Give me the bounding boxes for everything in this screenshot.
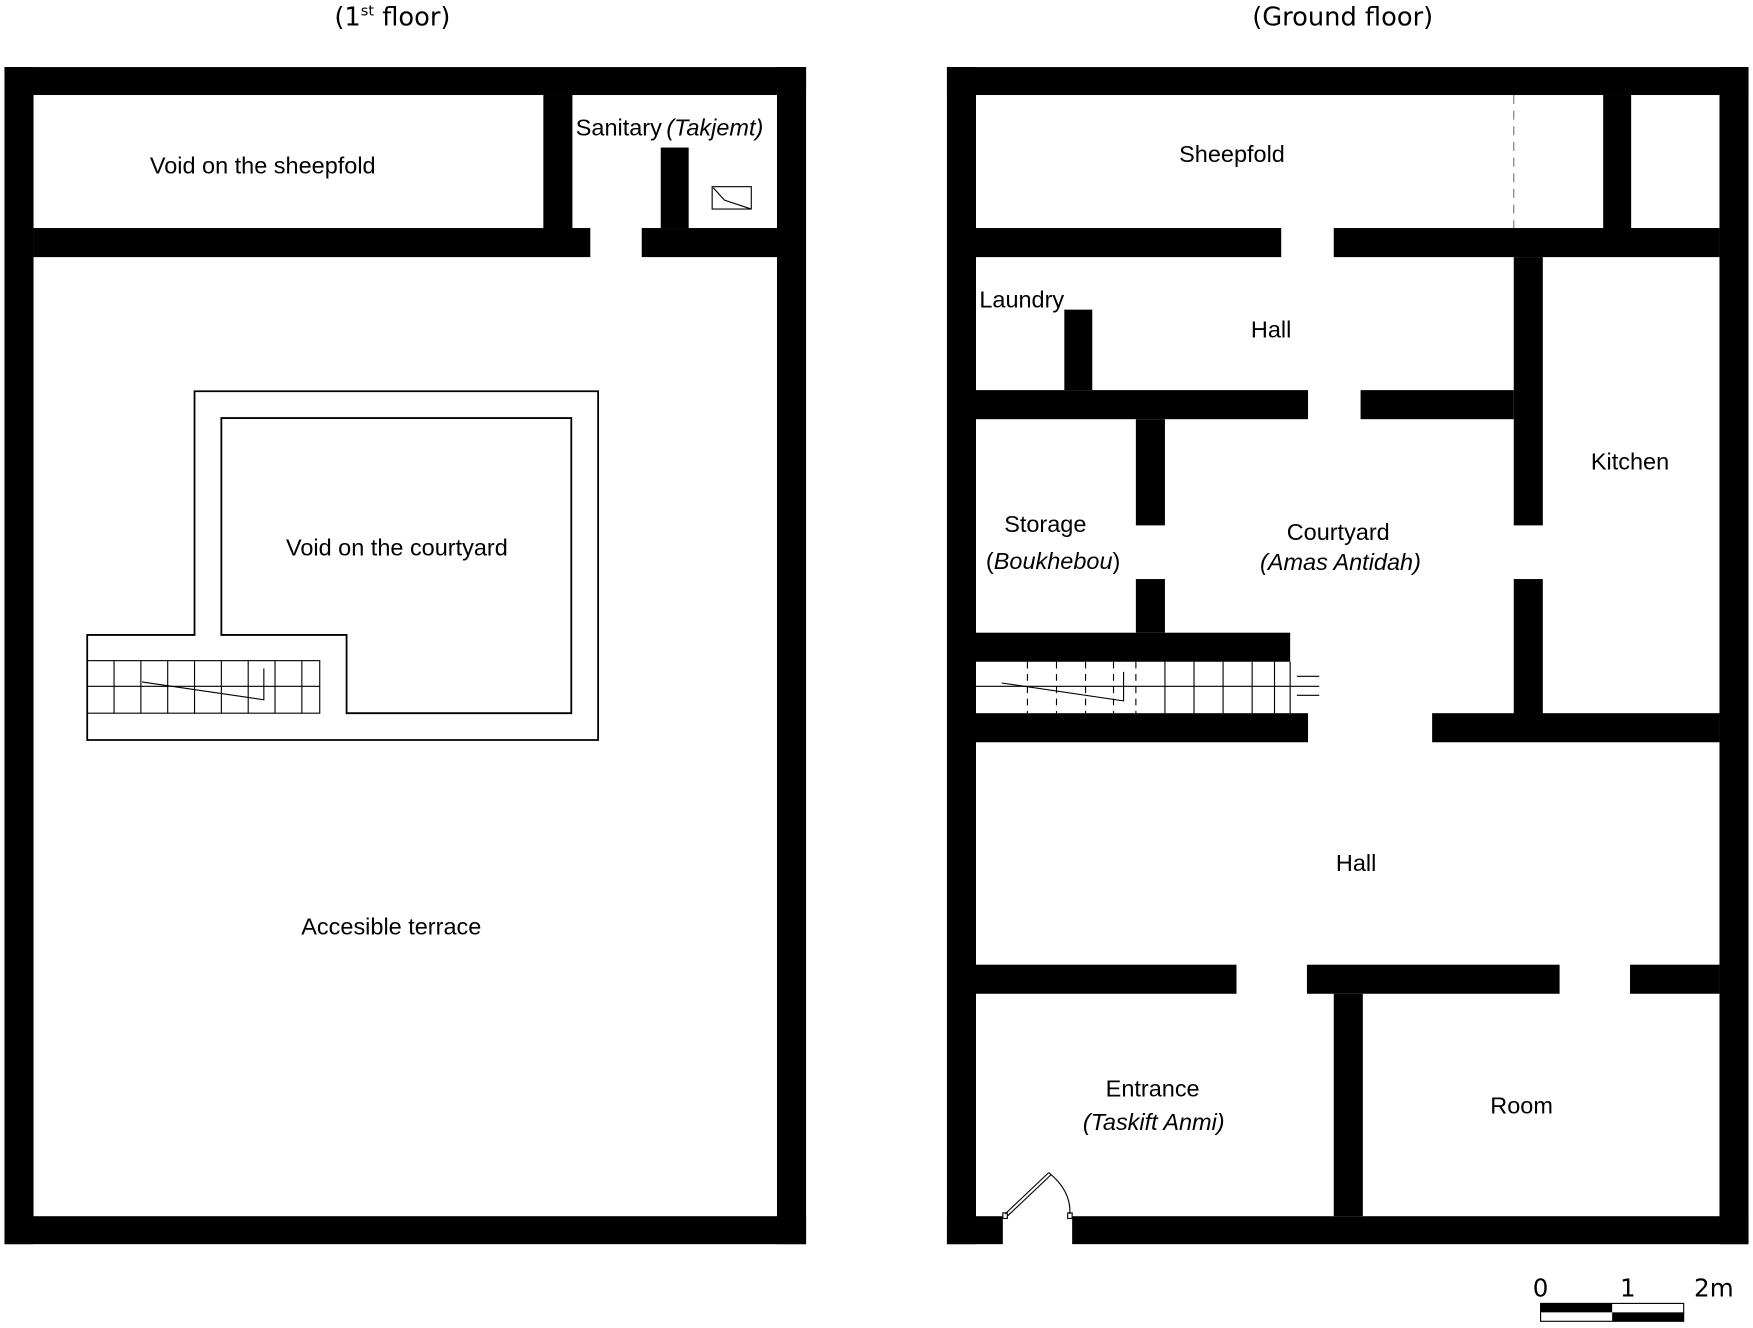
stair-first-floor [86,660,321,714]
wall [976,713,1309,743]
wall [946,67,977,1245]
wall [641,228,777,258]
wall [4,67,807,96]
label-entrance-local: (Taskift Anmi) [1083,1109,1225,1135]
wall [946,67,1749,96]
wall [1513,579,1543,716]
scale-tick-1: 1 [1620,1274,1636,1303]
stair-ground-floor [976,661,1320,714]
label-hall-lower: Hall [1336,850,1376,876]
wall [1333,993,1363,1217]
wall [1513,257,1543,526]
wall [1719,67,1749,1245]
wall [976,632,1291,662]
label-room: Room [1490,1092,1553,1118]
wall [4,67,34,1245]
label-courtyard-local: (Amas Antidah) [1260,549,1421,575]
wall [976,390,1309,420]
wall [1360,390,1514,420]
wall [976,964,1237,994]
wall [1603,95,1632,230]
wall [660,147,689,229]
ground-floor-plan: Sheepfold Laundry Hall Kitchen Storage (… [946,67,1749,1245]
wall [1306,964,1560,994]
label-void-sheepfold: Void on the sheepfold [150,152,376,178]
wall [1064,309,1093,391]
void-outline-outer [86,390,600,741]
wall [1333,228,1720,258]
ground-floor-title: (Ground floor) [1252,3,1433,33]
label-courtyard: Courtyard [1287,519,1390,545]
scale-tick-0: 0 [1533,1274,1549,1303]
label-void-courtyard: Void on the courtyard [286,535,508,561]
wall [976,228,1282,258]
wall [33,228,591,258]
label-storage: Storage [1004,511,1086,537]
wall [1630,964,1720,994]
first-floor-plan: Void on the sheepfold Sanitary(Takjemt) … [4,67,807,1245]
toilet-fixture-icon [711,186,752,210]
wall [543,95,573,230]
label-kitchen: Kitchen [1591,448,1669,474]
void-outline-inner [220,417,573,715]
label-hall-upper: Hall [1251,317,1291,343]
label-sheepfold: Sheepfold [1179,141,1285,167]
wall [776,67,807,1245]
label-storage-local: (Boukhebou) [986,548,1120,574]
entrance-door-icon [1002,1172,1073,1220]
wall [1072,1216,1749,1245]
label-sanitary: Sanitary(Takjemt) [576,114,764,140]
wall [4,1216,807,1245]
wall [1432,713,1720,743]
scale-tick-2m: 2m [1694,1274,1734,1303]
label-accessible-terrace: Accesible terrace [301,914,481,940]
wall [946,1216,1003,1245]
label-laundry: Laundry [979,286,1064,312]
scale-bar: 0 1 2m [1533,1274,1734,1322]
label-entrance: Entrance [1106,1076,1200,1102]
first-floor-title: (1st floor) [334,3,450,33]
wall [1135,579,1165,633]
wall [1135,419,1165,526]
